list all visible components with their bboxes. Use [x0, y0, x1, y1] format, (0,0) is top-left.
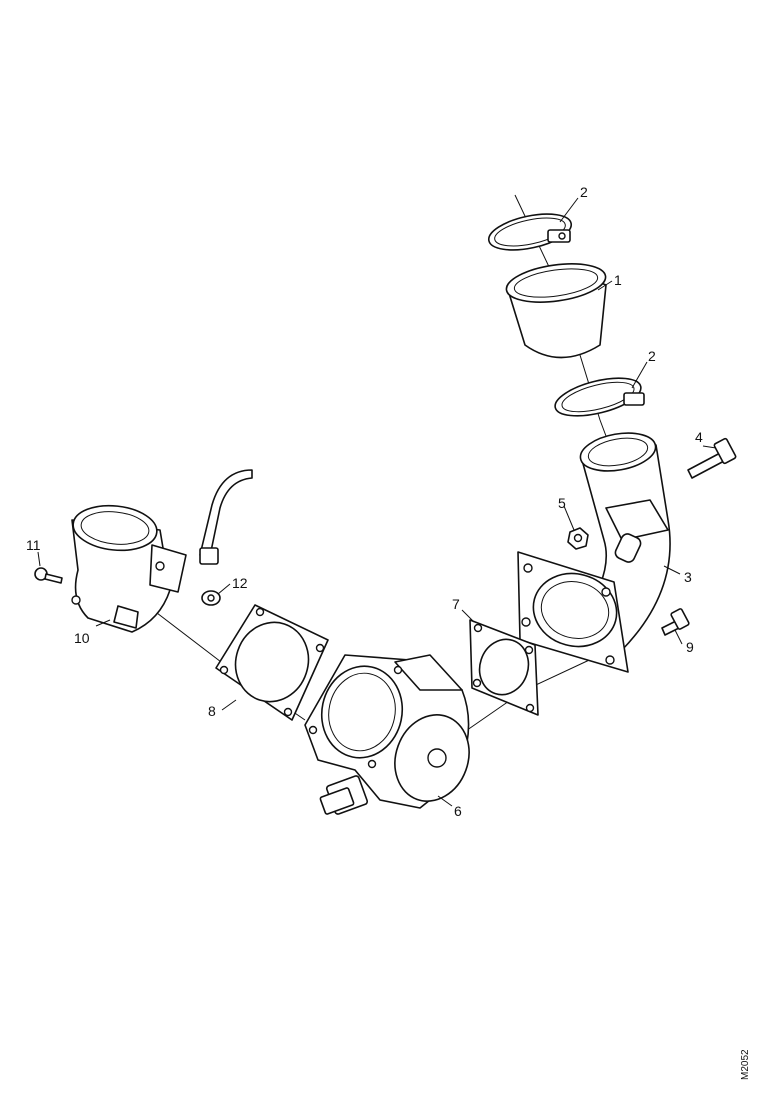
- gasket-left: [215, 604, 329, 721]
- bolt-long: [687, 437, 737, 479]
- nut: [567, 527, 589, 550]
- inlet-elbow-pipe: [517, 432, 671, 673]
- callout-11: 11: [26, 537, 41, 553]
- callout-9: 9: [686, 639, 694, 655]
- rubber-hose: [505, 263, 607, 359]
- vacuum-hose-line: [199, 469, 253, 565]
- callout-8: 8: [208, 703, 216, 719]
- drawing-reference-code: M2052: [740, 1049, 751, 1080]
- intake-elbow: [71, 504, 187, 633]
- hose-clamp-upper: [487, 213, 573, 251]
- screw: [34, 567, 63, 584]
- callout-2-lower: 2: [648, 348, 656, 364]
- throttle-body: [304, 654, 470, 815]
- callout-1: 1: [614, 272, 622, 288]
- callout-3: 3: [684, 569, 692, 585]
- hose-clamp-lower: [554, 377, 645, 417]
- callout-6: 6: [454, 803, 462, 819]
- callout-labels: 2 1 2 4 5 3 9 7 8 6 10 11 12: [26, 184, 717, 819]
- bolt-short: [661, 608, 690, 636]
- callout-12: 12: [232, 575, 248, 591]
- hose-fitting: [201, 590, 221, 606]
- callout-2-upper: 2: [580, 184, 588, 200]
- gasket-right: [469, 619, 539, 716]
- callout-4: 4: [695, 429, 703, 445]
- callout-7: 7: [452, 596, 460, 612]
- callout-5: 5: [558, 495, 566, 511]
- callout-10: 10: [74, 630, 90, 646]
